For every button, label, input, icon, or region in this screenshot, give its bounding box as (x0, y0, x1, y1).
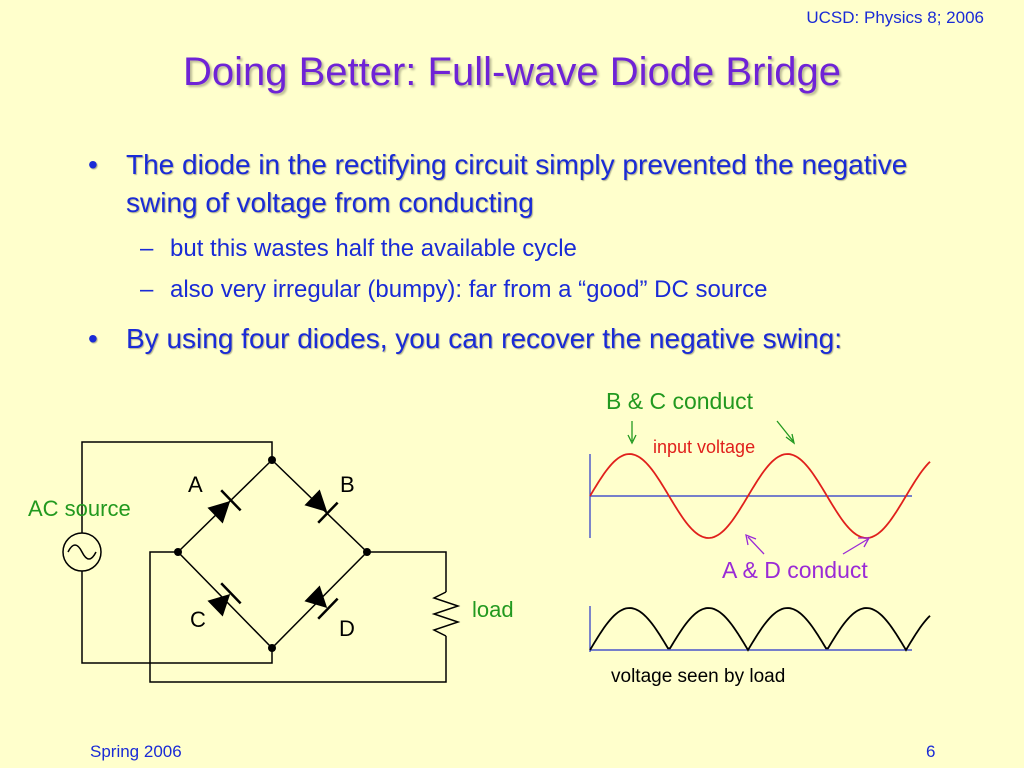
sine-icon (67, 544, 97, 560)
sub-bullet-2-text: also very irregular (bumpy): far from a … (170, 276, 768, 303)
bc-arrows (627, 420, 796, 445)
bullet-symbol: • (88, 323, 98, 354)
diode-c-label: C (190, 607, 206, 632)
sub-bullet-1-text: but this wastes half the available cycle (170, 235, 577, 262)
diode-d-label: D (339, 616, 355, 641)
input-voltage-curve (589, 453, 931, 539)
junction-dots (174, 456, 371, 652)
bridge-circuit (62, 441, 461, 683)
wire-source-bottom (81, 571, 273, 664)
ac-source-label: AC source (28, 496, 131, 521)
junction-top (268, 456, 276, 464)
junction-left (174, 548, 182, 556)
diode-a (207, 489, 242, 524)
bullet-2-text: By using four diodes, you can recover th… (126, 323, 842, 354)
junction-bottom (268, 644, 276, 652)
output-waveform-plot (589, 606, 931, 652)
bullet-2: • By using four diodes, you can recover … (88, 320, 916, 358)
sub-bullet-2: – also very irregular (bumpy): far from … (140, 275, 950, 305)
ad-conduct-label: A & D conduct (722, 557, 868, 583)
diode-b-label: B (340, 472, 355, 497)
diode-d (304, 585, 339, 620)
ad-arrows (745, 533, 871, 555)
output-voltage-label: voltage seen by load (611, 666, 785, 687)
load-label: load (472, 597, 514, 622)
bullet-1-text: The diode in the rectifying circuit simp… (126, 149, 908, 218)
wire-source-top (81, 441, 273, 533)
wire-load-bottom (149, 551, 447, 683)
footer-date: Spring 2006 (90, 742, 182, 761)
slide-title: Doing Better: Full-wave Diode Bridge (182, 50, 842, 94)
diode-a-label: A (188, 472, 203, 497)
bc-arrow-right (776, 420, 794, 442)
course-header: UCSD: Physics 8; 2006 (806, 8, 984, 27)
dash-symbol: – (140, 276, 154, 303)
diode-b (304, 489, 339, 524)
diode-c (207, 582, 242, 617)
input-waveform-plot (589, 453, 931, 539)
bc-conduct-label: B & C conduct (606, 388, 754, 414)
dash-symbol: – (140, 235, 154, 262)
wire-load-top (367, 551, 447, 592)
load-voltage-curve (589, 607, 931, 652)
bullet-symbol: • (88, 149, 98, 180)
ad-arrow-right (842, 538, 869, 555)
bullet-1: • The diode in the rectifying circuit si… (88, 146, 916, 222)
junction-right (363, 548, 371, 556)
sub-bullet-1: – but this wastes half the available cyc… (140, 234, 950, 264)
ad-arrow-left (747, 536, 765, 555)
slide-number: 6 (926, 742, 936, 761)
resistor-symbol (431, 591, 461, 637)
input-voltage-label: input voltage (653, 437, 755, 457)
